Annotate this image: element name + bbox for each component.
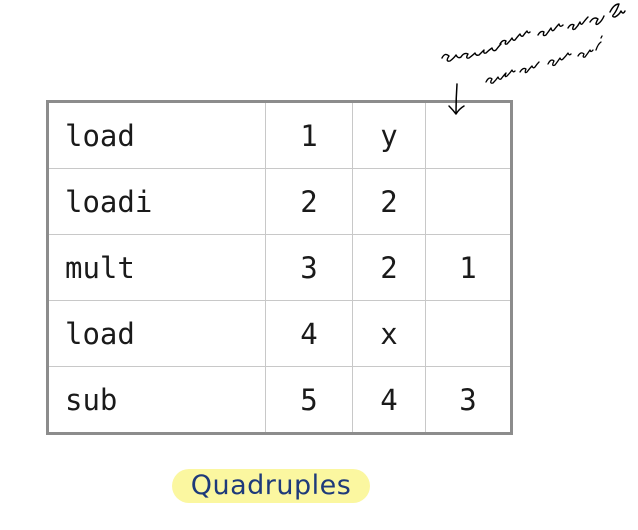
table-row: load 1 y: [47, 101, 512, 169]
arg1-cell: y: [352, 101, 426, 169]
handwritten-annotation: [441, 3, 626, 115]
table-row: load 4 x: [47, 300, 512, 367]
quadruples-table: load 1 y loadi 2 2 mult 3 2 1 load 4 x s…: [46, 100, 513, 435]
arg2-cell: 3: [425, 366, 512, 434]
op-cell: loadi: [47, 168, 266, 235]
arg1-cell: 4: [352, 366, 426, 434]
arg2-cell: [425, 168, 512, 235]
annotation-arrow-shaft: [455, 83, 458, 114]
op-cell: load: [47, 300, 266, 367]
result-cell: 2: [265, 168, 353, 235]
table-row: loadi 2 2: [47, 168, 512, 235]
table-row: mult 3 2 1: [47, 234, 512, 301]
table-row: sub 5 4 3: [47, 366, 512, 434]
arg1-cell: 2: [352, 234, 426, 301]
result-cell: 5: [265, 366, 353, 434]
op-cell: sub: [47, 366, 266, 434]
result-cell: 1: [265, 101, 353, 169]
op-cell: mult: [47, 234, 266, 301]
annotation-scribble-line-2: [485, 35, 603, 84]
arg1-cell: x: [352, 300, 426, 367]
arg2-cell: 1: [425, 234, 512, 301]
result-cell: 4: [265, 300, 353, 367]
arg2-cell: [425, 300, 512, 367]
result-cell: 3: [265, 234, 353, 301]
arg1-cell: 2: [352, 168, 426, 235]
annotation-scribble-line-1: [441, 3, 626, 62]
op-cell: load: [47, 101, 266, 169]
caption-quadruples: Quadruples: [172, 469, 370, 503]
annotation-arrow-head: [448, 105, 465, 115]
